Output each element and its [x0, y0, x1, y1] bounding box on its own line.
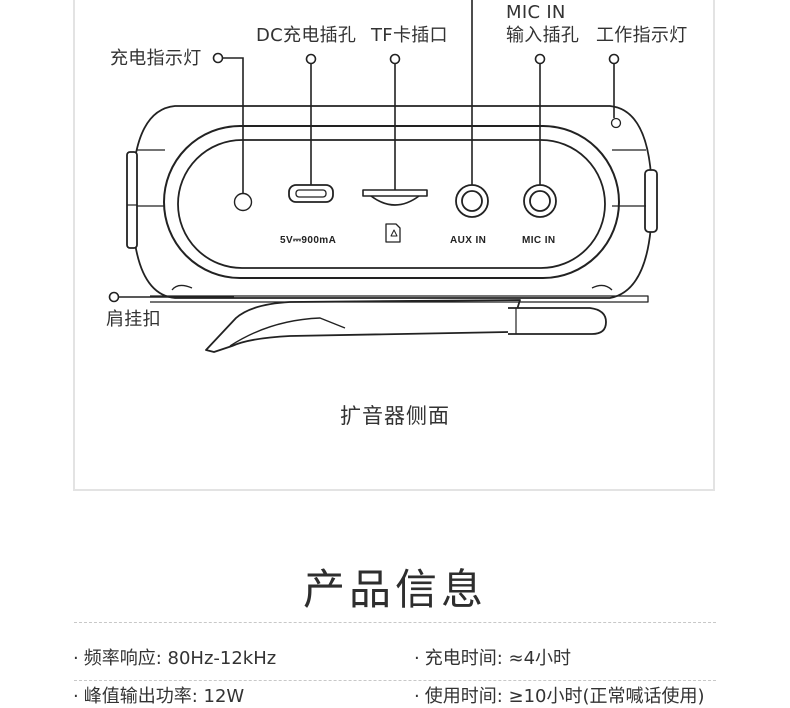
left-side-bumper	[126, 151, 138, 249]
label-mic-input-jack: 输入插孔	[506, 25, 580, 46]
aux-label: AUX IN	[450, 235, 486, 246]
clip-tab	[508, 307, 607, 335]
clip-rail	[150, 295, 649, 303]
tf-slot	[362, 189, 428, 197]
bullet: ·	[73, 648, 79, 669]
port-panel	[177, 139, 606, 269]
label-tf-card-slot: TF卡插口	[371, 25, 448, 46]
diagram-caption: 扩音器侧面	[340, 404, 450, 428]
spec-text: 频率响应: 80Hz-12kHz	[83, 648, 277, 669]
leader-charging	[218, 57, 244, 193]
clip-curve	[229, 317, 346, 347]
dc-spec-label: 5V⎓900mA	[280, 235, 336, 246]
spec-divider	[74, 622, 716, 623]
clip-back-plate	[205, 299, 521, 353]
label-dc-charging-port: DC充电插孔	[256, 25, 357, 46]
sd-card-icon	[385, 223, 401, 243]
bullet: ·	[73, 686, 79, 707]
label-work-indicator: 工作指示灯	[596, 25, 688, 46]
charging-led	[233, 192, 253, 212]
spec-item-usage-time: ·使用时间: ≥10小时(正常喊话使用)	[414, 686, 705, 708]
outer-shell	[131, 105, 653, 299]
spec-text: 充电时间: ≈4小时	[424, 648, 572, 669]
spec-text: 使用时间: ≥10小时(正常喊话使用)	[424, 686, 705, 707]
spec-divider	[74, 680, 716, 681]
spec-item-peak-power: ·峰值输出功率: 12W	[73, 686, 244, 708]
spec-text: 峰值输出功率: 12W	[83, 686, 245, 707]
panel-outer	[163, 125, 620, 279]
bullet: ·	[414, 686, 420, 707]
diagram-frame	[73, 0, 715, 491]
label-mic-in: MIC IN	[506, 2, 566, 23]
spec-item-charging-time: ·充电时间: ≈4小时	[414, 648, 571, 670]
mic-label: MIC IN	[522, 235, 556, 246]
product-info-title: 产品信息	[302, 565, 487, 614]
label-shoulder-clip: 肩挂扣	[106, 309, 161, 330]
bullet: ·	[414, 648, 420, 669]
label-charging-indicator: 充电指示灯	[110, 48, 202, 69]
spec-item-frequency-response: ·频率响应: 80Hz-12kHz	[73, 648, 276, 670]
work-led	[610, 117, 622, 129]
right-side-button	[644, 169, 658, 233]
